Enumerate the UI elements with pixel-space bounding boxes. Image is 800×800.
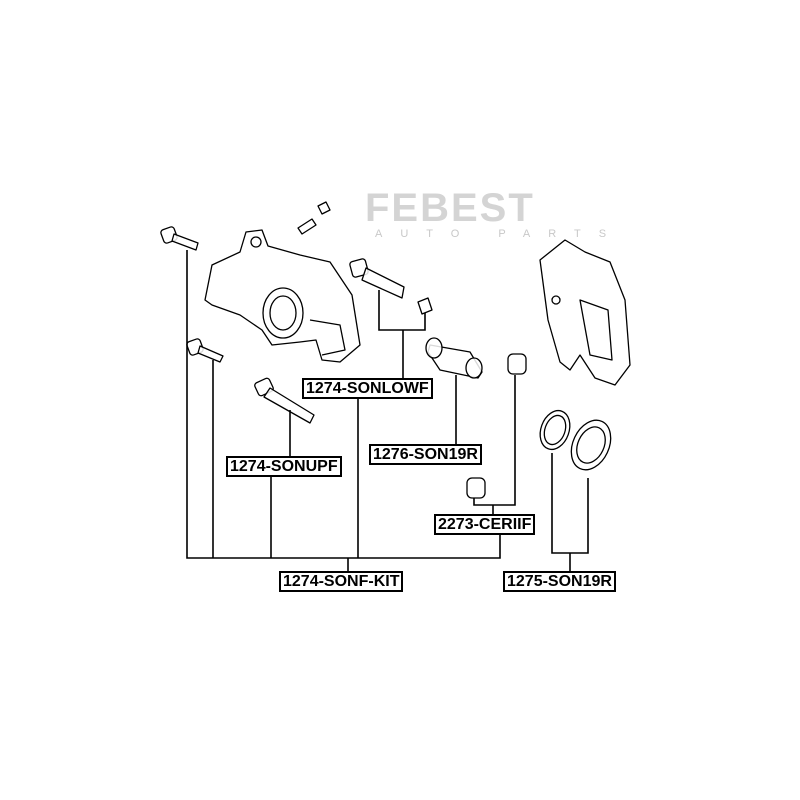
part-label-2273-ceriif[interactable]: 2273-CERIIF [434,514,536,535]
part-label-1274-sonlowf[interactable]: 1274-SONLOWF [302,378,433,399]
caliper-carrier [539,239,631,386]
dust-cap [466,353,527,499]
part-label-1274-sonf-kit[interactable]: 1274-SONF-KIT [279,571,404,592]
guide-bushing [425,337,483,379]
part-label-1275-son19r[interactable]: 1275-SON19R [503,571,616,592]
brake-caliper [204,229,361,363]
guide-pin-upper [254,377,315,424]
piston-seal [539,409,571,451]
bleeder-screw [297,201,331,235]
part-label-1274-sonupf[interactable]: 1274-SONUPF [226,456,342,477]
part-label-1276-son19r[interactable]: 1276-SON19R [369,444,482,465]
guide-pin-lower [349,258,433,315]
caliper-bolt-upper [160,226,199,251]
caliper-bolt-lower [186,338,224,363]
leader-lines [186,250,589,571]
piston [570,419,612,471]
